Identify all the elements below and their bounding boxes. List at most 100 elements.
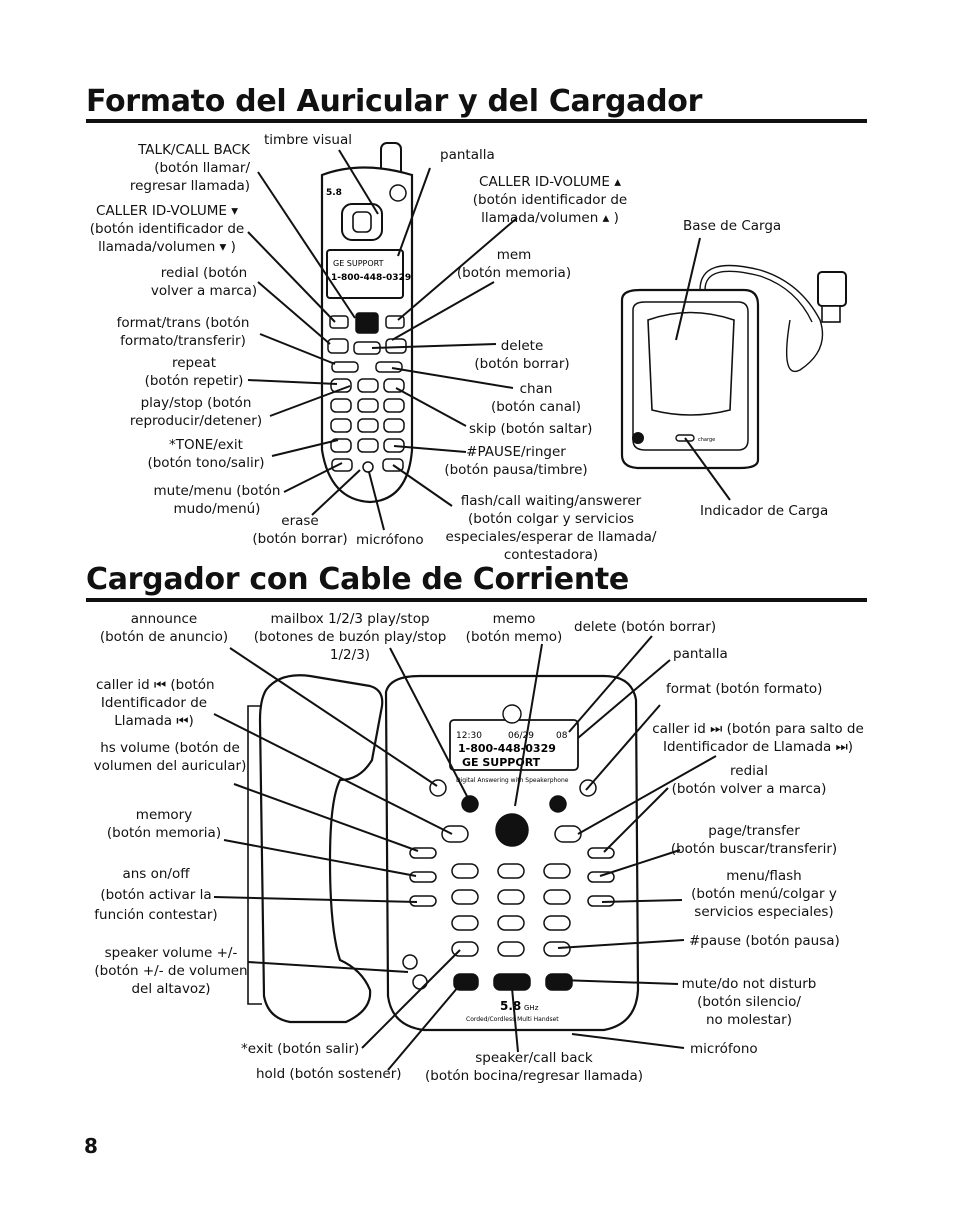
label-line: (botón silencio/ — [697, 994, 801, 1010]
label-line: speaker volume +/- — [104, 945, 238, 961]
label-line: (botón repetir) — [144, 373, 244, 389]
label-microfono-2: micrófono — [690, 1040, 758, 1058]
label-memo: memo (botón memo) — [462, 610, 566, 646]
section1-heading: Formato del Auricular y del Cargador — [86, 84, 703, 119]
charge-label: charge — [698, 437, 715, 443]
label-line: mailbox 1/2/3 play/stop — [270, 611, 430, 627]
label-line: (botón canal) — [490, 399, 582, 415]
label-timbre-visual: timbre visual — [264, 131, 352, 149]
label-line: volumen del auricular) — [93, 758, 247, 774]
label-line: redial (botón — [160, 265, 248, 281]
page-number: 8 — [84, 1134, 98, 1158]
label-skip: skip (botón saltar) — [469, 420, 592, 438]
label-line: (botón llamar/ — [154, 160, 250, 176]
label-speaker-callback: speaker/call back (botón bocina/regresar… — [414, 1049, 654, 1085]
label-line: (botón de anuncio) — [99, 629, 229, 645]
label-line: page/transfer — [708, 823, 800, 839]
label-pause-2: #pause (botón pausa) — [689, 932, 840, 950]
label-line: no molestar) — [706, 1012, 792, 1028]
base-brand-unit: GHz — [524, 1004, 539, 1012]
label-line: CALLER ID-VOLUME ▾ — [96, 203, 238, 219]
label-line: timbre visual — [264, 132, 352, 148]
label-line: (botón +/- de volumen — [94, 963, 248, 979]
label-mute-menu: mute/menu (botón mudo/menú) — [148, 482, 286, 518]
label-line: caller id ⏭ (botón para salto de — [652, 721, 864, 737]
base-display-count: 08 — [556, 731, 568, 741]
label-line: memory — [135, 807, 193, 823]
base-display-date: 06/29 — [508, 731, 534, 741]
label-line: flash/call waiting/answerer — [460, 493, 642, 509]
label-repeat: repeat (botón repetir) — [142, 354, 246, 390]
label-line: Indicador de Carga — [700, 503, 829, 519]
label-line: (botones de buzón play/stop — [253, 629, 447, 645]
label-line: Identificador de — [100, 695, 208, 711]
label-mute-dnd: mute/do not disturb (botón silencio/ no … — [674, 975, 824, 1029]
label-erase: erase (botón borrar) — [248, 512, 352, 548]
label-line: skip (botón saltar) — [469, 421, 593, 437]
label-line: (botón activar la — [100, 886, 212, 903]
label-line: memo — [492, 611, 536, 627]
label-line: (botón bocina/regresar llamada) — [424, 1068, 644, 1084]
label-redial-2: redial (botón volver a marca) — [668, 762, 830, 798]
label-line: mem — [496, 247, 532, 263]
label-tone-exit: *TONE/exit (botón tono/salir) — [142, 436, 270, 472]
label-line: (botón memoria) — [456, 265, 572, 281]
base-display-time: 12:30 — [456, 731, 482, 741]
label-format-trans: format/trans (botón formato/transferir) — [110, 314, 256, 350]
label-line: delete — [500, 338, 544, 354]
base-keys — [402, 779, 615, 991]
label-base-de-carga: Base de Carga — [683, 217, 781, 235]
label-line: #PAUSE/ringer — [466, 444, 566, 460]
label-line: (botón tono/salir) — [147, 455, 265, 471]
label-line: función contestar) — [94, 907, 218, 923]
label-delete-2: delete (botón borrar) — [574, 618, 716, 636]
label-line: 1/2/3) — [329, 647, 371, 663]
label-line: redial — [730, 763, 768, 779]
label-line: llamada/volumen ▴ ) — [481, 210, 619, 226]
label-redial-1: redial (botón volver a marca) — [146, 264, 262, 300]
handset-display-line1: GE SUPPORT — [333, 259, 384, 268]
label-line: Identificador de Llamada ⏭) — [662, 739, 853, 755]
label-line: (botón volver a marca) — [671, 781, 827, 797]
label-line: mute/menu (botón — [153, 483, 281, 499]
label-line: pantalla — [440, 147, 495, 163]
corded-receiver — [258, 674, 384, 1024]
base-panel-title: Digital Answering with Speakerphone — [456, 777, 569, 784]
label-line: (botón memoria) — [106, 825, 222, 841]
label-line: hold (botón sostener) — [256, 1066, 402, 1082]
label-callerid-fwd: caller id ⏭ (botón para salto de Identif… — [646, 720, 870, 756]
section1-rule — [86, 119, 867, 123]
label-line: volver a marca) — [150, 283, 258, 299]
base-brand-tagline: Corded/Cordless Multi Handset — [466, 1016, 559, 1023]
label-page-transfer: page/transfer (botón buscar/transferir) — [664, 822, 844, 858]
section2-rule — [86, 598, 867, 602]
label-line: (botón memo) — [465, 629, 563, 645]
label-format-2: format (botón formato) — [666, 680, 822, 698]
label-microfono-1: micrófono — [356, 531, 424, 549]
label-line: CALLER ID-VOLUME ▴ — [479, 174, 621, 190]
label-line: menu/flash — [726, 868, 802, 884]
label-cid-down: CALLER ID-VOLUME ▾ (botón identificador … — [84, 202, 250, 256]
section2-heading: Cargador con Cable de Corriente — [86, 562, 629, 597]
label-play-stop: play/stop (botón reproducir/detener) — [124, 394, 268, 430]
label-line: format/trans (botón — [116, 315, 250, 331]
handset-keys — [327, 312, 407, 473]
handset-display — [326, 249, 404, 299]
label-line: (botón buscar/transferir) — [670, 841, 838, 857]
label-line: servicios especiales) — [694, 904, 834, 920]
label-mailbox: mailbox 1/2/3 play/stop (botones de buzó… — [248, 610, 452, 664]
label-line: announce — [130, 611, 198, 627]
label-line: reproducir/detener) — [129, 413, 263, 429]
label-line: repeat — [171, 355, 216, 371]
label-pause-ringer: #PAUSE/ringer (botón pausa/timbre) — [440, 443, 592, 479]
label-line: regresar llamada) — [129, 178, 250, 194]
leader-lines-2 — [213, 635, 717, 1071]
label-memory: memory (botón memoria) — [102, 806, 226, 842]
label-chan: chan (botón canal) — [484, 380, 588, 416]
label-line: (botón colgar y servicios — [468, 511, 634, 527]
label-line: ans on/off — [122, 866, 190, 882]
label-line: (botón menú/colgar y — [691, 886, 837, 902]
label-callerid-back: caller id ⏮ (botón Identificador de Llam… — [96, 676, 215, 730]
label-line: *exit (botón salir) — [241, 1041, 360, 1057]
label-line: (botón borrar) — [252, 531, 348, 547]
